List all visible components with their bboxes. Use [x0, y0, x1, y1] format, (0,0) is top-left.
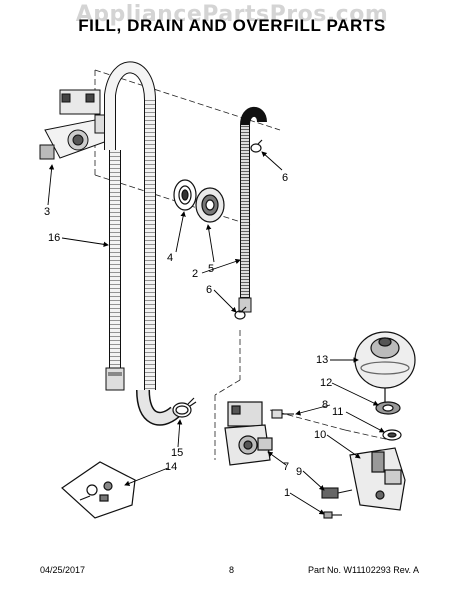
watermark: AppliancePartsPros.com	[75, 2, 389, 27]
part-6-clamp-upper	[250, 139, 263, 153]
callout-4: 4	[167, 252, 174, 264]
part-3-bracket	[39, 89, 111, 160]
callout-12: 12	[320, 377, 333, 389]
footer-page-number: 8	[229, 565, 235, 575]
callout-8: 8	[322, 399, 329, 411]
part-6-clamp-lower	[234, 306, 247, 320]
callout-3: 3	[44, 206, 51, 218]
part-8-screw	[271, 409, 294, 419]
part-12-nut	[375, 401, 401, 415]
part-10-float-switch	[349, 447, 406, 511]
part-5-nut	[195, 187, 225, 223]
part-14-parts-bag	[61, 461, 136, 519]
callout-9: 9	[296, 466, 303, 478]
callout-1: 1	[284, 487, 291, 499]
callout-10: 10	[314, 429, 327, 441]
part-1-screw	[323, 511, 342, 519]
part-13-float	[354, 331, 416, 402]
page-title: FILL, DRAIN AND OVERFILL PARTS	[78, 16, 386, 35]
callout-6-upper: 6	[282, 172, 289, 184]
callout-5: 5	[208, 263, 215, 275]
part-4-gasket	[173, 179, 197, 211]
callout-13: 13	[316, 354, 329, 366]
part-15-clamp	[172, 397, 197, 418]
callout-7: 7	[283, 461, 290, 473]
part-7-inlet-valve	[224, 401, 273, 466]
callout-15: 15	[171, 447, 184, 459]
footer-date: 04/25/2017	[40, 565, 86, 575]
callout-2: 2	[192, 268, 199, 280]
callout-6-lower: 6	[206, 284, 213, 296]
part-11-washer	[382, 429, 402, 441]
part-9-connector	[321, 487, 353, 499]
part-16-fill-hose	[104, 61, 180, 426]
footer-part-number: Part No. W11102293 Rev. A	[308, 565, 420, 575]
callout-14: 14	[165, 461, 178, 473]
callout-16: 16	[48, 232, 61, 244]
part-2-drain-hose	[238, 106, 267, 313]
leader-lines	[47, 151, 385, 515]
callout-11: 11	[332, 406, 344, 418]
